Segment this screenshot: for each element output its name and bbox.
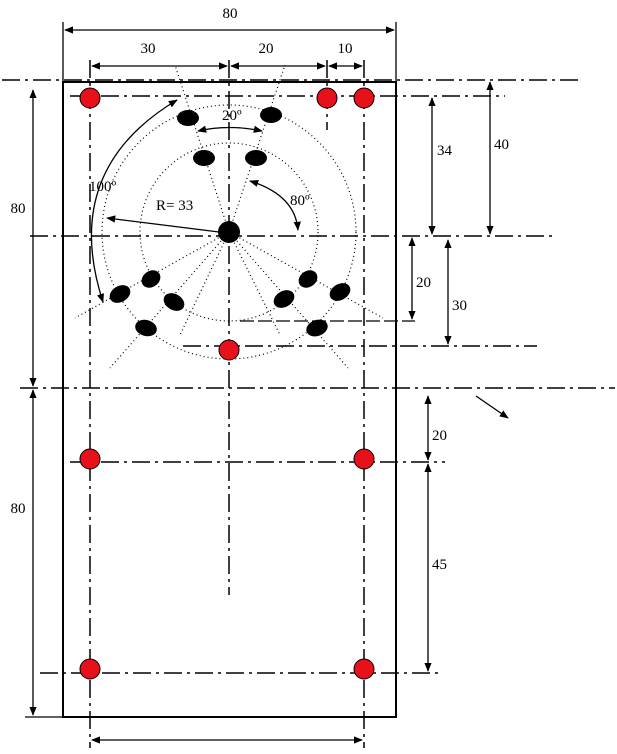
angle-100-label: 100º [89, 179, 117, 195]
bolt-pattern [74, 64, 384, 369]
dim-top-10: 10 [338, 41, 353, 57]
red-holes [79, 87, 375, 680]
dim-right-20b: 20 [432, 428, 447, 444]
plate-outline [62, 81, 397, 718]
center-lines [2, 60, 615, 748]
dimension-labels: 80 30 20 10 80 80 34 40 20 30 20 45 20º … [11, 6, 510, 573]
dim-top-width: 80 [223, 6, 238, 22]
angle-20-label: 20º [222, 108, 242, 124]
dim-right-40: 40 [494, 137, 509, 153]
angle-80-label: 80º [290, 193, 310, 209]
dim-top-20: 20 [259, 41, 274, 57]
center-hole [218, 221, 240, 243]
dim-right-20a: 20 [416, 275, 431, 291]
radius-label: R= 33 [156, 198, 193, 214]
dim-top-30: 30 [141, 41, 156, 57]
dim-right-34: 34 [437, 143, 453, 159]
dimension-lines [25, 22, 509, 744]
dim-left-lower: 80 [11, 501, 26, 517]
dim-left-upper: 80 [11, 201, 26, 217]
dim-right-30: 30 [452, 298, 467, 314]
dim-right-45: 45 [432, 557, 447, 573]
